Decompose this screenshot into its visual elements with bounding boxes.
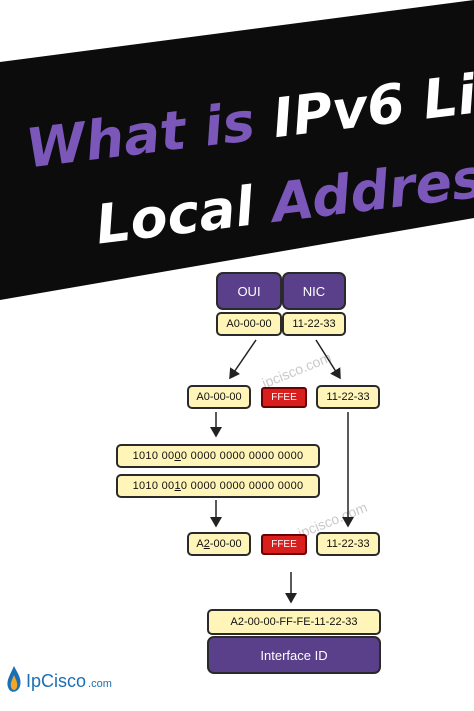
flame-icon	[7, 666, 21, 692]
step4-oui-rest: -00-00	[209, 538, 242, 550]
oui-value-box: A0-00-00	[216, 312, 282, 336]
binary-flipped-rest: 0 0000 0000 0000 0000	[180, 480, 304, 492]
nic-value: 11-22-33	[292, 318, 336, 330]
banner-background	[0, 0, 474, 300]
oui-header: OUI	[216, 272, 282, 310]
result-value-box: A2-00-00-FF-FE-11-22-33	[207, 609, 381, 635]
ipcisco-logo[interactable]: IpCisco .com	[6, 666, 112, 696]
interface-id-label: Interface ID	[260, 647, 328, 663]
result-value: A2-00-00-FF-FE-11-22-33	[230, 616, 358, 628]
step4-oui-flipped-digit: 2	[203, 538, 210, 550]
step4-oui-a: A	[196, 538, 204, 550]
step4-ffee-value: FFEE	[271, 539, 297, 550]
step4-nic-box: 11-22-33	[316, 532, 380, 556]
binary-original-prefix: 1010 00	[132, 450, 175, 462]
binary-original-flip-bit: 0	[174, 450, 181, 462]
step2-oui-box: A0-00-00	[187, 385, 251, 409]
binary-original-rest: 0 0000 0000 0000 0000	[180, 450, 304, 462]
arrow-oui-down	[229, 339, 257, 380]
nic-label: NIC	[302, 283, 326, 299]
step2-oui-value: A0-00-00	[196, 391, 242, 403]
nic-value-box: 11-22-33	[282, 312, 346, 336]
logo-name: IpCisco	[26, 670, 87, 691]
binary-flipped-flip-bit: 1	[174, 480, 181, 492]
step2-ffee-box: FFEE	[261, 387, 307, 408]
step4-ffee-box: FFEE	[261, 534, 307, 555]
step2-nic-box: 11-22-33	[316, 385, 380, 409]
step4-nic-value: 11-22-33	[326, 538, 370, 550]
interface-id-box: Interface ID	[207, 636, 381, 674]
step2-ffee-value: FFEE	[271, 392, 297, 403]
nic-header: NIC	[282, 272, 346, 310]
title-banner: What is IPv6 Link Local Address?	[0, 0, 474, 300]
step2-nic-value: 11-22-33	[326, 391, 370, 403]
oui-value: A0-00-00	[226, 318, 272, 330]
logo-suffix: .com	[88, 678, 112, 690]
binary-flipped-prefix: 1010 00	[132, 480, 175, 492]
oui-label: OUI	[237, 283, 261, 299]
